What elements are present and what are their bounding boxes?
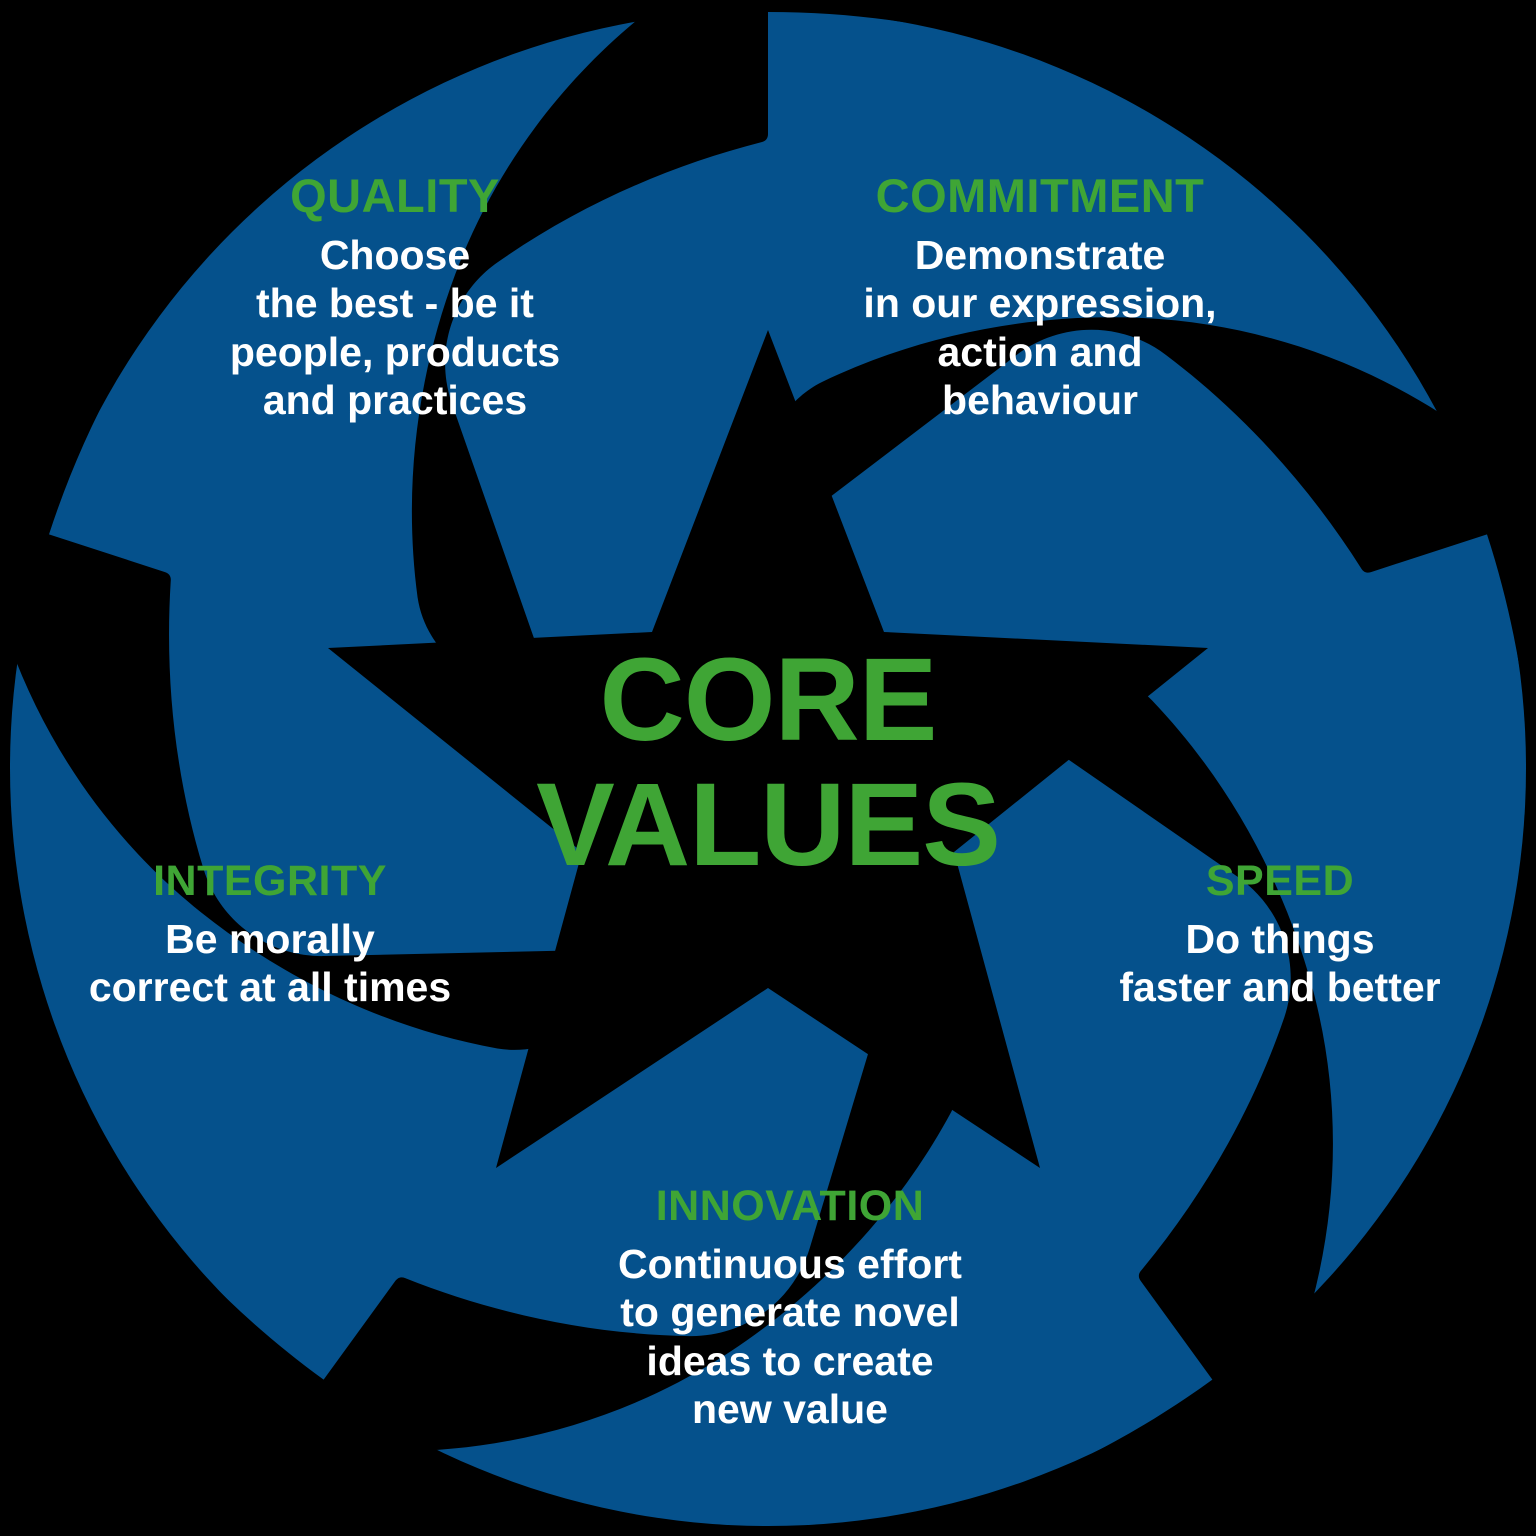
value-description-commitment: Demonstrate in our expression, action an… [830, 231, 1250, 425]
center-title-line2: VALUES [536, 759, 1001, 892]
petal-integrity[interactable] [0, 312, 1040, 1536]
value-line: Continuous effort [618, 1241, 962, 1287]
value-line: faster and better [1119, 964, 1441, 1011]
value-line: and practices [262, 377, 528, 424]
value-line: in our expression, [863, 280, 1217, 327]
value-line: new value [692, 1386, 888, 1433]
value-line: people, products [229, 328, 561, 375]
value-block-innovation[interactable]: INNOVATION Continuous effort to generate… [560, 1185, 1020, 1434]
center-title-line1: CORE [599, 634, 938, 766]
petal-speed[interactable] [651, 227, 1536, 1486]
value-line: to generate novel [620, 1289, 960, 1336]
value-line: action and [937, 328, 1143, 375]
value-description-integrity: Be morally correct at all times [50, 915, 490, 1012]
value-block-speed[interactable]: SPEED Do things faster and better [1080, 860, 1480, 1012]
value-description-innovation: Continuous effort to generate novel idea… [560, 1240, 1020, 1434]
value-description-quality: Choose the best - be it people, products… [185, 231, 605, 425]
value-line: the best - be it [256, 280, 534, 327]
value-line: correct at all times [88, 964, 452, 1011]
value-block-integrity[interactable]: INTEGRITY Be morally correct at all time… [50, 860, 490, 1012]
value-block-commitment[interactable]: COMMITMENT Demonstrate in our expression… [830, 172, 1250, 425]
value-line: behaviour [942, 377, 1138, 424]
value-title-commitment: COMMITMENT [875, 169, 1205, 222]
center-title: CORE VALUES [468, 634, 1068, 892]
value-block-quality[interactable]: QUALITY Choose the best - be it people, … [185, 172, 605, 425]
value-title-integrity: INTEGRITY [153, 857, 387, 905]
value-description-speed: Do things faster and better [1080, 915, 1480, 1012]
value-line: Choose [319, 232, 471, 278]
value-title-quality: QUALITY [290, 169, 500, 222]
center-star [328, 330, 1208, 1168]
petal-innovation[interactable] [151, 563, 1474, 1536]
value-title-speed: SPEED [1205, 857, 1355, 905]
value-line: Be morally [165, 916, 375, 962]
value-title-innovation: INNOVATION [655, 1182, 925, 1230]
value-line: ideas to create [646, 1337, 934, 1384]
value-line: Do things [1185, 916, 1375, 962]
value-line: Demonstrate [914, 232, 1166, 278]
petal-quality[interactable] [0, 0, 1017, 1081]
